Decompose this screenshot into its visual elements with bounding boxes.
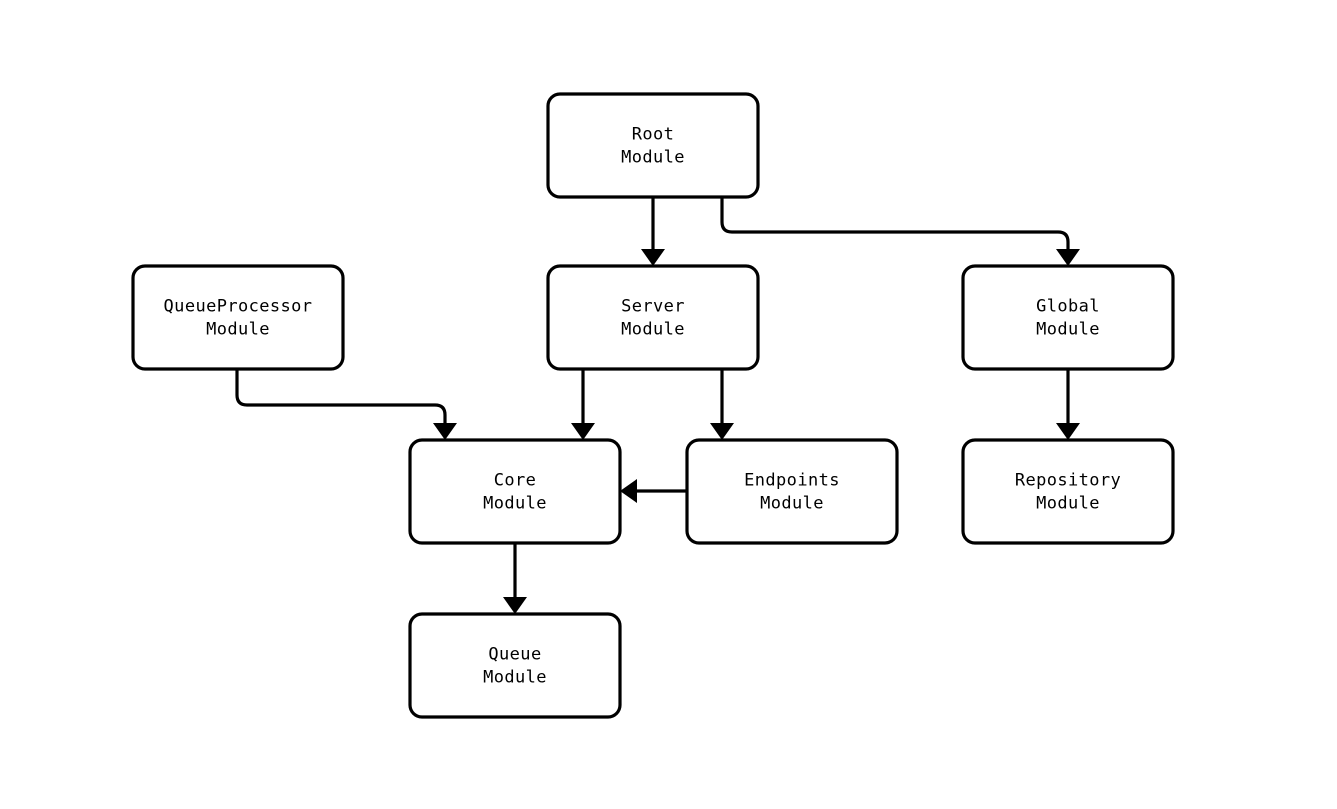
node-label-primary: Global xyxy=(1036,297,1100,317)
edge-root-to-global xyxy=(720,197,1080,266)
node-box[interactable] xyxy=(961,438,1175,545)
node-label-primary: Root xyxy=(632,125,675,145)
arrowhead-icon xyxy=(433,423,457,440)
node-label-primary: QueueProcessor xyxy=(164,297,313,317)
node-label-secondary: Module xyxy=(621,320,685,340)
node-label-secondary: Module xyxy=(760,494,824,514)
node-label-secondary: Module xyxy=(483,494,547,514)
node-box[interactable] xyxy=(685,438,899,545)
node-label-primary: Repository xyxy=(1015,471,1121,491)
node-box[interactable] xyxy=(408,612,622,719)
arrowhead-icon xyxy=(641,249,665,266)
arrowhead-icon xyxy=(503,597,527,614)
node-box[interactable] xyxy=(131,264,345,371)
node-label-primary: Core xyxy=(494,471,537,491)
node-label-secondary: Module xyxy=(1036,320,1100,340)
edge-endpoints-to-core xyxy=(620,479,687,503)
arrowhead-icon xyxy=(710,423,734,440)
edge-line xyxy=(235,369,447,426)
node-box[interactable] xyxy=(546,92,760,199)
edge-global-to-repository xyxy=(1056,369,1080,440)
node-label-primary: Queue xyxy=(488,645,541,665)
edge-core-to-queue xyxy=(503,543,527,614)
arrowhead-icon xyxy=(620,479,637,503)
arrowhead-icon xyxy=(1056,249,1080,266)
node-label-secondary: Module xyxy=(1036,494,1100,514)
node-label-primary: Endpoints xyxy=(744,471,840,491)
edge-queueprocessor-to-core xyxy=(235,369,457,440)
edge-server-to-endpoints xyxy=(710,369,734,440)
edge-layer xyxy=(235,197,1080,614)
node-label-secondary: Module xyxy=(483,668,547,688)
node-box[interactable] xyxy=(961,264,1175,371)
node-layer: RootModuleQueueProcessorModuleServerModu… xyxy=(131,92,1175,719)
edge-server-to-core xyxy=(571,369,595,440)
node-box[interactable] xyxy=(408,438,622,545)
edge-root-to-server xyxy=(641,197,665,266)
arrowhead-icon xyxy=(571,423,595,440)
edge-line xyxy=(720,197,1070,252)
node-label-primary: Server xyxy=(621,297,685,317)
node-label-secondary: Module xyxy=(206,320,270,340)
node-box[interactable] xyxy=(546,264,760,371)
node-label-secondary: Module xyxy=(621,148,685,168)
arrowhead-icon xyxy=(1056,423,1080,440)
